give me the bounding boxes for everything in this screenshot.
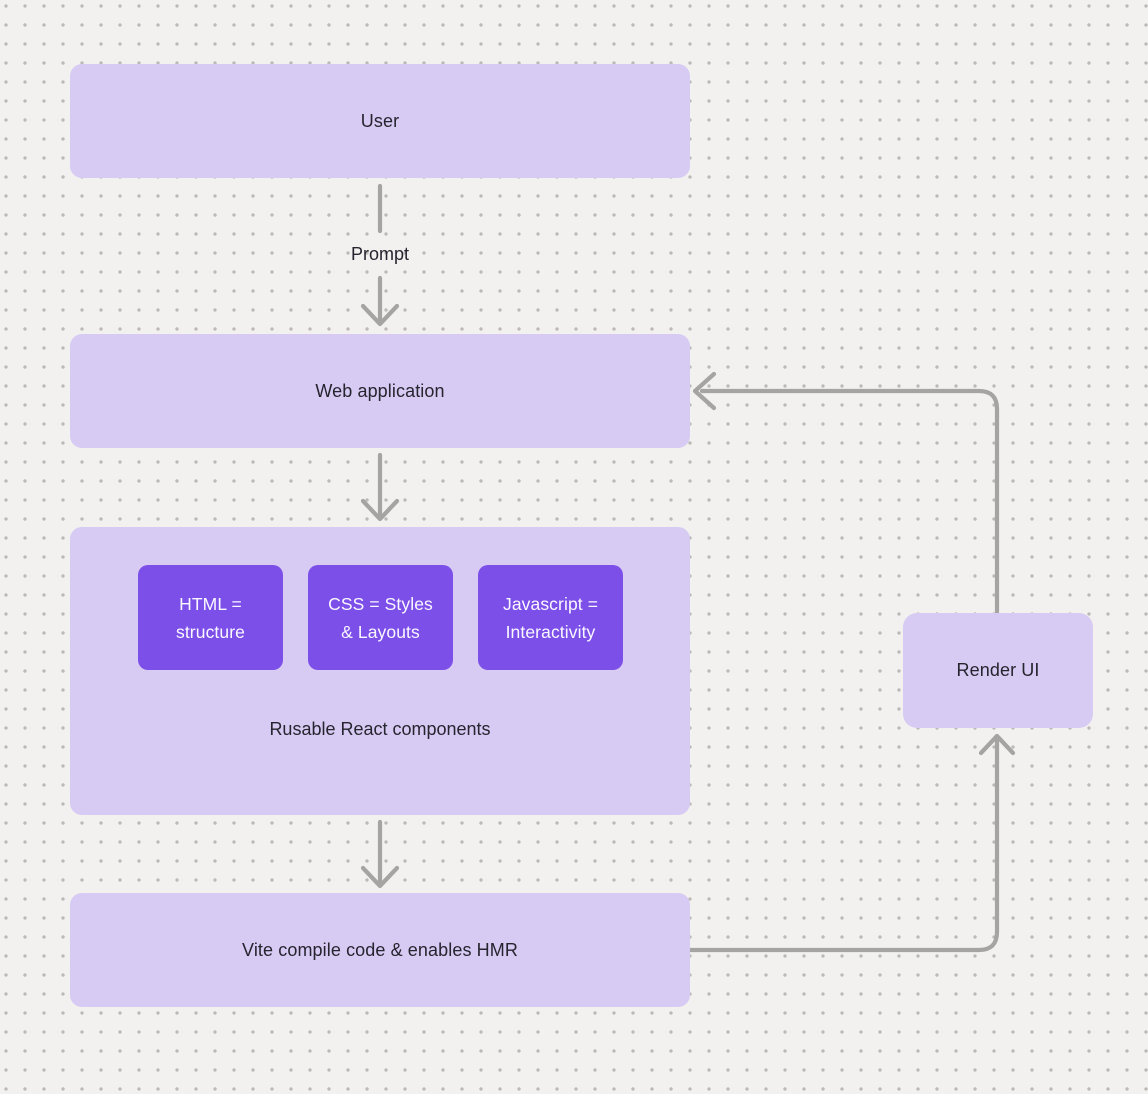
chip-html: HTML = structure — [138, 565, 283, 670]
node-react-components-group: HTML = structure CSS = Styles & Layouts … — [70, 527, 690, 815]
node-render-ui: Render UI — [903, 613, 1093, 728]
arrowhead-down-icon — [360, 865, 400, 889]
node-user-label: User — [360, 110, 400, 131]
chip-html-line1: HTML = — [179, 593, 242, 614]
chip-css-line2: & Layouts — [341, 621, 420, 642]
group-caption: Rusable React components — [269, 719, 491, 739]
chip-javascript-line1: Javascript = — [502, 593, 599, 614]
chip-html-line2: structure — [176, 621, 245, 642]
node-render-ui-label: Render UI — [956, 660, 1040, 680]
arrowhead-down-icon — [360, 498, 400, 522]
chip-javascript-line2: Interactivity — [505, 621, 596, 642]
node-vite-label: Vite compile code & enables HMR — [242, 939, 518, 960]
edge-vite-to-render — [687, 733, 1016, 953]
node-user: User — [70, 64, 690, 178]
chip-javascript: Javascript = Interactivity — [478, 565, 623, 670]
arrowhead-up-icon — [978, 733, 1016, 756]
edge-label-prompt: Prompt — [350, 244, 410, 264]
node-vite: Vite compile code & enables HMR — [70, 893, 690, 1007]
edge-render-to-web — [692, 371, 1000, 615]
edge-user-to-web — [360, 183, 400, 327]
node-web-application: Web application — [70, 334, 690, 448]
chip-css: CSS = Styles & Layouts — [308, 565, 453, 670]
arrowhead-down-icon — [360, 303, 400, 327]
chip-css-line1: CSS = Styles — [328, 593, 433, 614]
node-web-application-label: Web application — [315, 380, 445, 401]
edge-group-to-vite — [360, 819, 400, 889]
edge-web-to-group — [360, 452, 400, 522]
arrowhead-left-icon — [692, 371, 717, 411]
